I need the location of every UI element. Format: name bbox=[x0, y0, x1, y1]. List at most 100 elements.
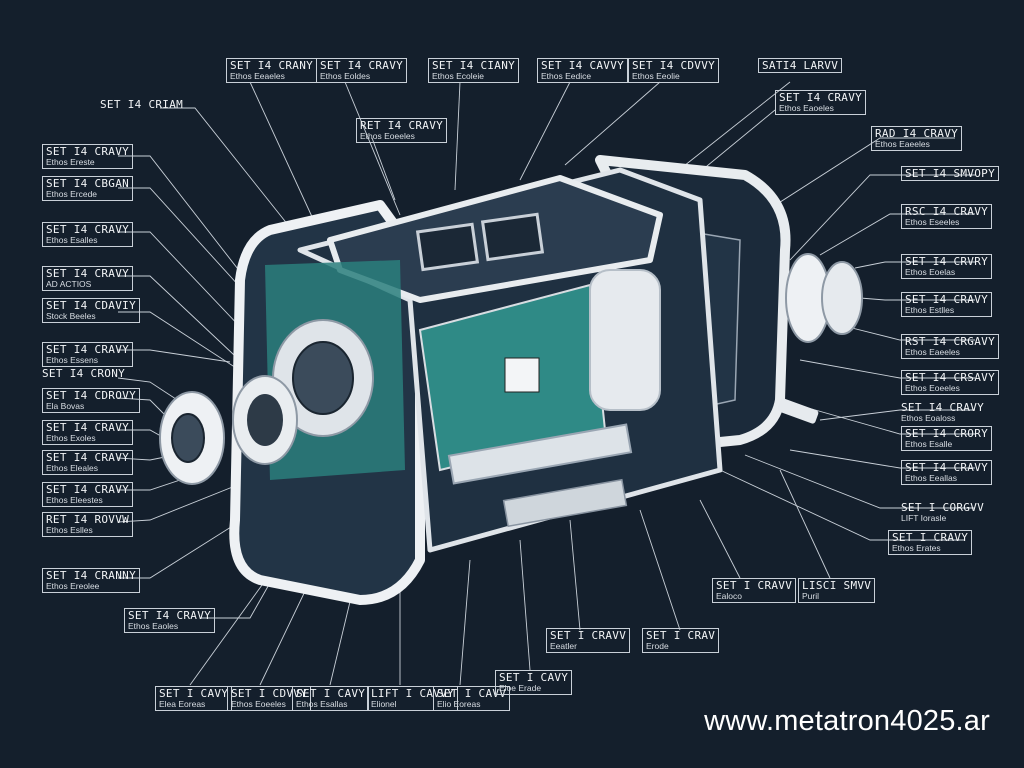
callout-subtitle: Ethos Eleestes bbox=[46, 495, 103, 505]
leader-line bbox=[371, 137, 396, 201]
front-lens-assembly bbox=[159, 319, 374, 485]
leader-line bbox=[117, 479, 251, 523]
callout-title: RET I4 ROVVW bbox=[46, 513, 130, 526]
callout-title: SET I4 CRAVY bbox=[46, 483, 130, 496]
callout-subtitle: Ethos Eaoeles bbox=[779, 103, 834, 113]
callout-title: SET I CAVY bbox=[159, 687, 229, 700]
callout-title: SET I CORGVV bbox=[901, 501, 985, 514]
leader-line bbox=[118, 187, 271, 321]
callout-title: SET I CAVY bbox=[296, 687, 366, 700]
callout-subtitle: Ethos Eoeeles bbox=[905, 383, 960, 393]
callout-subtitle: Elionel bbox=[371, 699, 397, 709]
callout-subtitle: Ethos Eoelas bbox=[905, 267, 956, 277]
callout-title: SET I4 CRAVY bbox=[901, 401, 985, 414]
callout-title: SET I4 CRAVY bbox=[320, 59, 404, 72]
callout-subtitle: Ethos Ercede bbox=[46, 189, 98, 199]
callout-subtitle: Ethos Eseeles bbox=[905, 217, 960, 227]
callout-title: SET I4 CRAVY bbox=[46, 343, 130, 356]
callout-subtitle: Eloe Erade bbox=[499, 683, 542, 693]
callout-subtitle: Puril bbox=[802, 591, 820, 601]
leader-line bbox=[118, 349, 231, 363]
callout-title: SET I4 CRIAM bbox=[100, 98, 184, 111]
callout-title: SET I4 CRAVY bbox=[905, 461, 989, 474]
callout-label: SET I4 CRONY bbox=[42, 368, 125, 379]
callout-subtitle: Ethos Esalle bbox=[905, 439, 953, 449]
callout-title: SET I4 CRAVY bbox=[46, 421, 130, 434]
leader-line bbox=[799, 359, 975, 379]
callout-subtitle: Ethos Eaeeles bbox=[905, 347, 960, 357]
callout-title: SET I4 CRAVY bbox=[128, 609, 212, 622]
leader-line bbox=[779, 469, 831, 579]
callout-subtitle: Ethos Eslles bbox=[46, 525, 93, 535]
callout-title: RAD I4 CRAVY bbox=[875, 127, 959, 140]
callout-title: SET I4 CRORY bbox=[905, 427, 989, 440]
callout-subtitle: Ealoco bbox=[716, 591, 742, 601]
callout-title: SET I CRAV bbox=[646, 629, 716, 642]
leader-line bbox=[117, 377, 186, 406]
callout-title: SET I4 CDVVY bbox=[632, 59, 716, 72]
leader-line bbox=[118, 311, 271, 391]
callout-title: SET I CAVV bbox=[437, 687, 507, 700]
callout-title: SET I4 CRONY bbox=[42, 367, 126, 380]
leader-line bbox=[519, 539, 531, 671]
callout-subtitle: Ethos Ereolee bbox=[46, 581, 100, 591]
callout-subtitle: Ethos Esalles bbox=[46, 235, 98, 245]
callout-subtitle: Ethos Esallas bbox=[296, 699, 348, 709]
callout-title: LISCI SMVV bbox=[802, 579, 872, 592]
leader-line bbox=[639, 509, 681, 631]
callout-subtitle: Ethos Ereste bbox=[46, 157, 95, 167]
leader-line bbox=[759, 137, 955, 216]
callout-title: SET I4 CRAVY bbox=[46, 267, 130, 280]
leader-line bbox=[459, 559, 471, 686]
callout-title: SET I4 CRVRY bbox=[905, 255, 989, 268]
callout-title: SET I4 CRAVY bbox=[905, 293, 989, 306]
callout-title: SET I4 CRANY bbox=[230, 59, 314, 72]
callout-title: SET I4 CDAVIY bbox=[46, 299, 136, 312]
callout-title: SET I4 CAVVY bbox=[541, 59, 625, 72]
callout-subtitle: Ethos Eleales bbox=[46, 463, 98, 473]
callout-subtitle: Ethos Eeolie bbox=[632, 71, 680, 81]
callout-subtitle: Ethos Ecoleie bbox=[432, 71, 484, 81]
rear-lens-assembly bbox=[785, 253, 863, 343]
callout-label: SATI4 LARVV bbox=[758, 58, 843, 73]
leader-line bbox=[118, 275, 251, 371]
rear-lens-cap bbox=[821, 261, 863, 335]
callout-title: SET I4 CDROVY bbox=[46, 389, 136, 402]
leader-line bbox=[118, 231, 263, 351]
callout-subtitle: Elea Eoreas bbox=[159, 699, 206, 709]
callout-subtitle: LIFT Iorasle bbox=[901, 513, 947, 523]
callout-title: SET I4 CRAVY bbox=[46, 451, 130, 464]
leader-line bbox=[859, 297, 975, 301]
qr-code-chip bbox=[504, 357, 540, 393]
callout-title: SET I4 CRAVY bbox=[779, 91, 863, 104]
